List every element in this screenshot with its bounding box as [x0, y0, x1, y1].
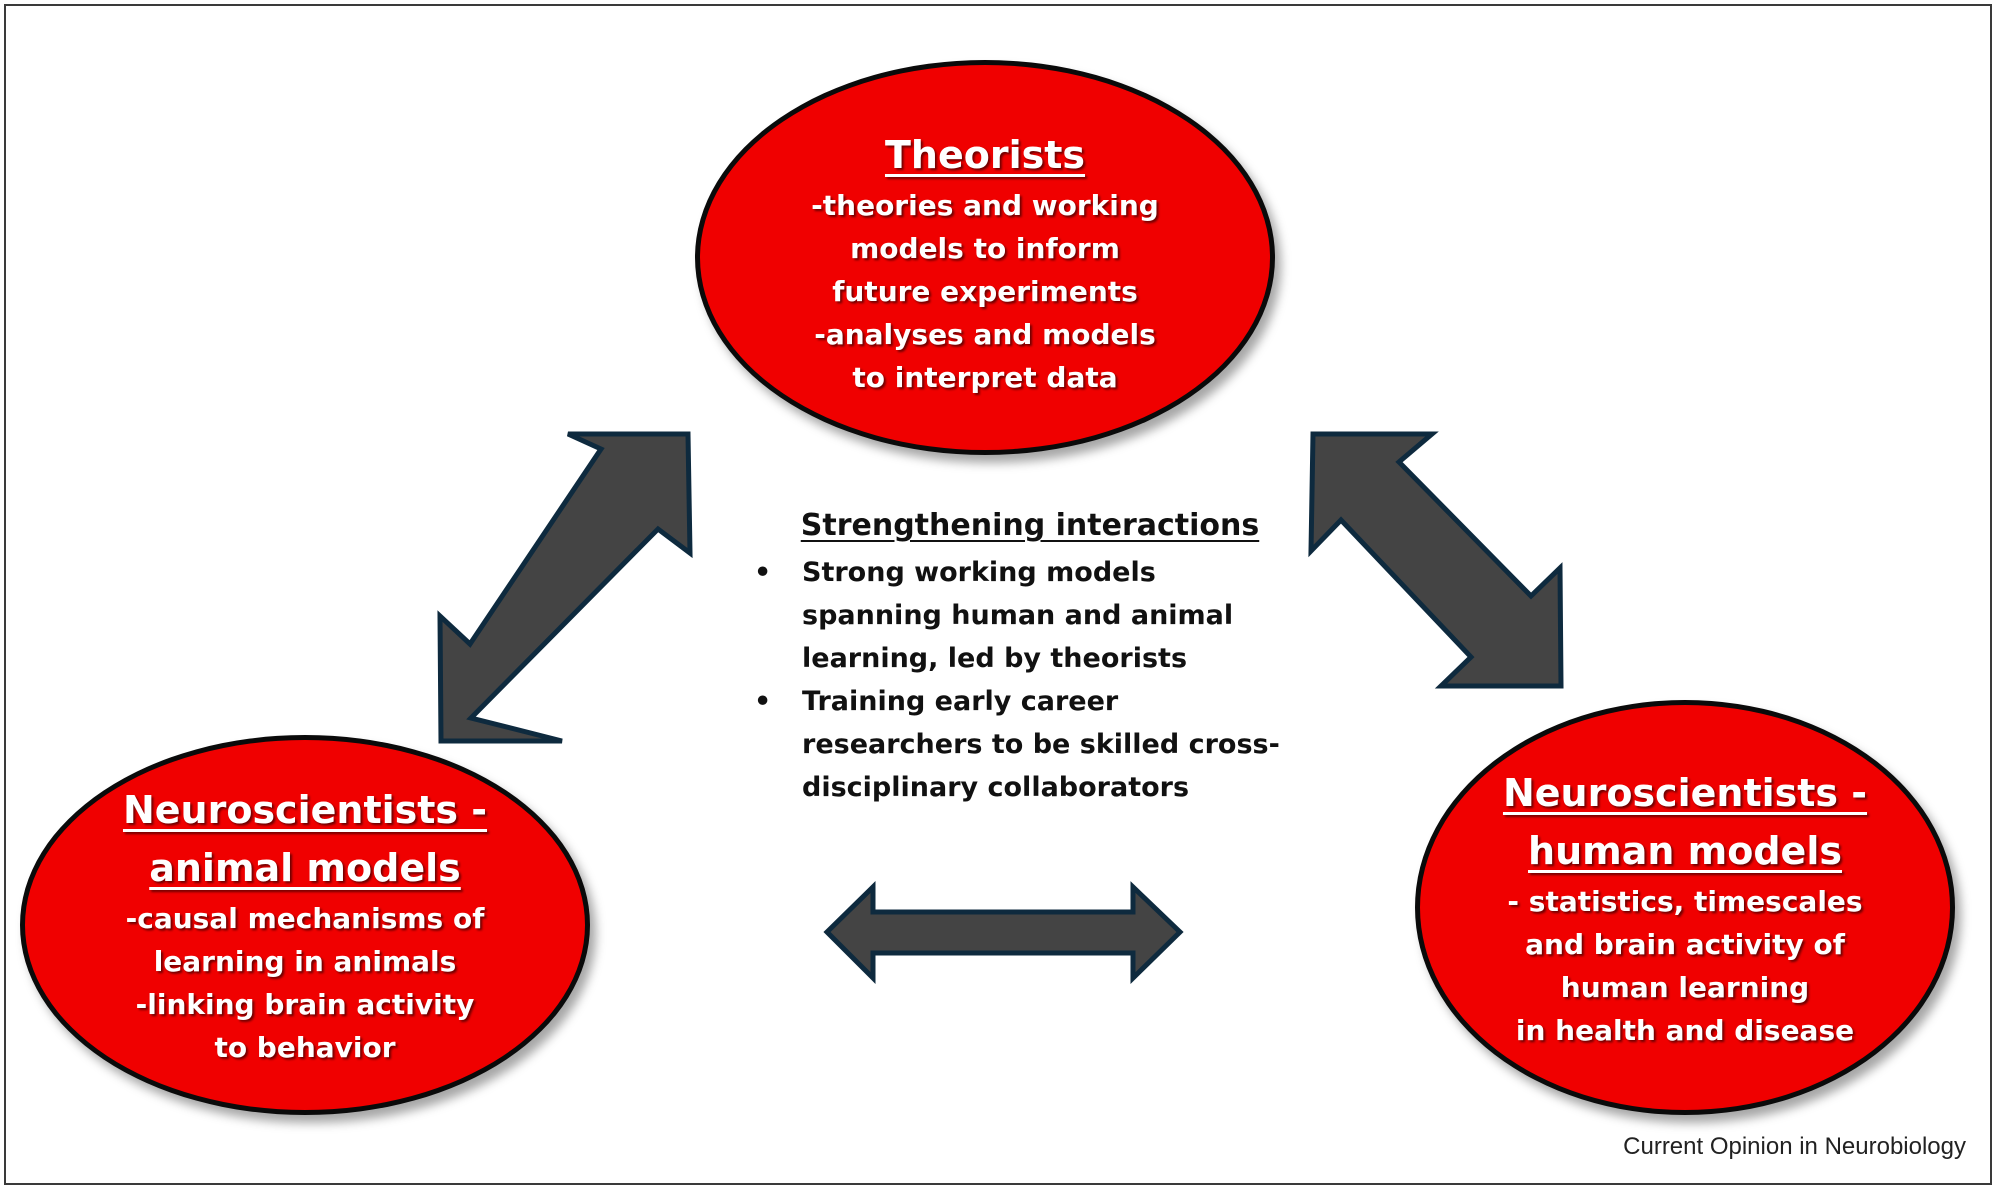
- node-animal-title: animal models: [149, 846, 461, 890]
- node-human-title: human models: [1528, 828, 1842, 873]
- journal-credit: Current Opinion in Neurobiology: [1623, 1133, 1966, 1160]
- center-bullet-list: • Strong working models spanning human a…: [740, 551, 1280, 809]
- node-animal-line: learning in animals: [153, 945, 457, 978]
- bullet-icon: •: [754, 557, 772, 588]
- node-human-models: Neuroscientists - human models - statist…: [1415, 700, 1955, 1115]
- bullet-line: Training early career: [802, 686, 1119, 717]
- node-theorists-line: models to inform: [850, 232, 1120, 265]
- node-human-line: human learning: [1560, 970, 1810, 1004]
- node-theorists-title: Theorists: [884, 133, 1086, 177]
- double-arrow-diagonal-icon: [1308, 431, 1564, 689]
- node-human-line: - statistics, timescales: [1507, 884, 1863, 918]
- bullet-line: Strong working models: [802, 557, 1156, 588]
- node-human-line: in health and disease: [1515, 1013, 1855, 1047]
- node-animal-line: -linking brain activity: [135, 988, 475, 1021]
- double-arrow-diagonal-icon: [437, 431, 693, 744]
- node-animal-models: Neuroscientists - animal models -causal …: [20, 735, 590, 1115]
- node-theorists-line: future experiments: [832, 275, 1138, 308]
- center-heading: Strengthening interactions: [800, 508, 1260, 543]
- bullet-icon: •: [754, 686, 772, 717]
- bullet-line: disciplinary collaborators: [802, 772, 1190, 803]
- bullet-item: • Strong working models spanning human a…: [740, 551, 1280, 680]
- node-animal-line: -causal mechanisms of: [125, 902, 485, 935]
- bullet-line: spanning human and animal: [802, 600, 1234, 631]
- bullet-line: learning, led by theorists: [802, 643, 1188, 674]
- node-human-line: and brain activity of: [1525, 927, 1845, 961]
- bullet-line: researchers to be skilled cross-: [802, 729, 1280, 760]
- node-human-title: Neuroscientists -: [1502, 770, 1868, 815]
- node-theorists-line: -theories and working: [811, 189, 1159, 222]
- node-theorists-line: -analyses and models: [814, 318, 1156, 351]
- node-animal-title: Neuroscientists -: [122, 788, 488, 832]
- double-arrow-horizontal-icon: [823, 881, 1184, 985]
- node-animal-line: to behavior: [214, 1031, 396, 1064]
- node-theorists: Theorists -theories and working models t…: [695, 60, 1275, 455]
- strengthening-interactions-box: Strengthening interactions • Strong work…: [740, 505, 1280, 809]
- node-theorists-line: to interpret data: [852, 361, 1118, 394]
- bullet-item: • Training early career researchers to b…: [740, 680, 1280, 809]
